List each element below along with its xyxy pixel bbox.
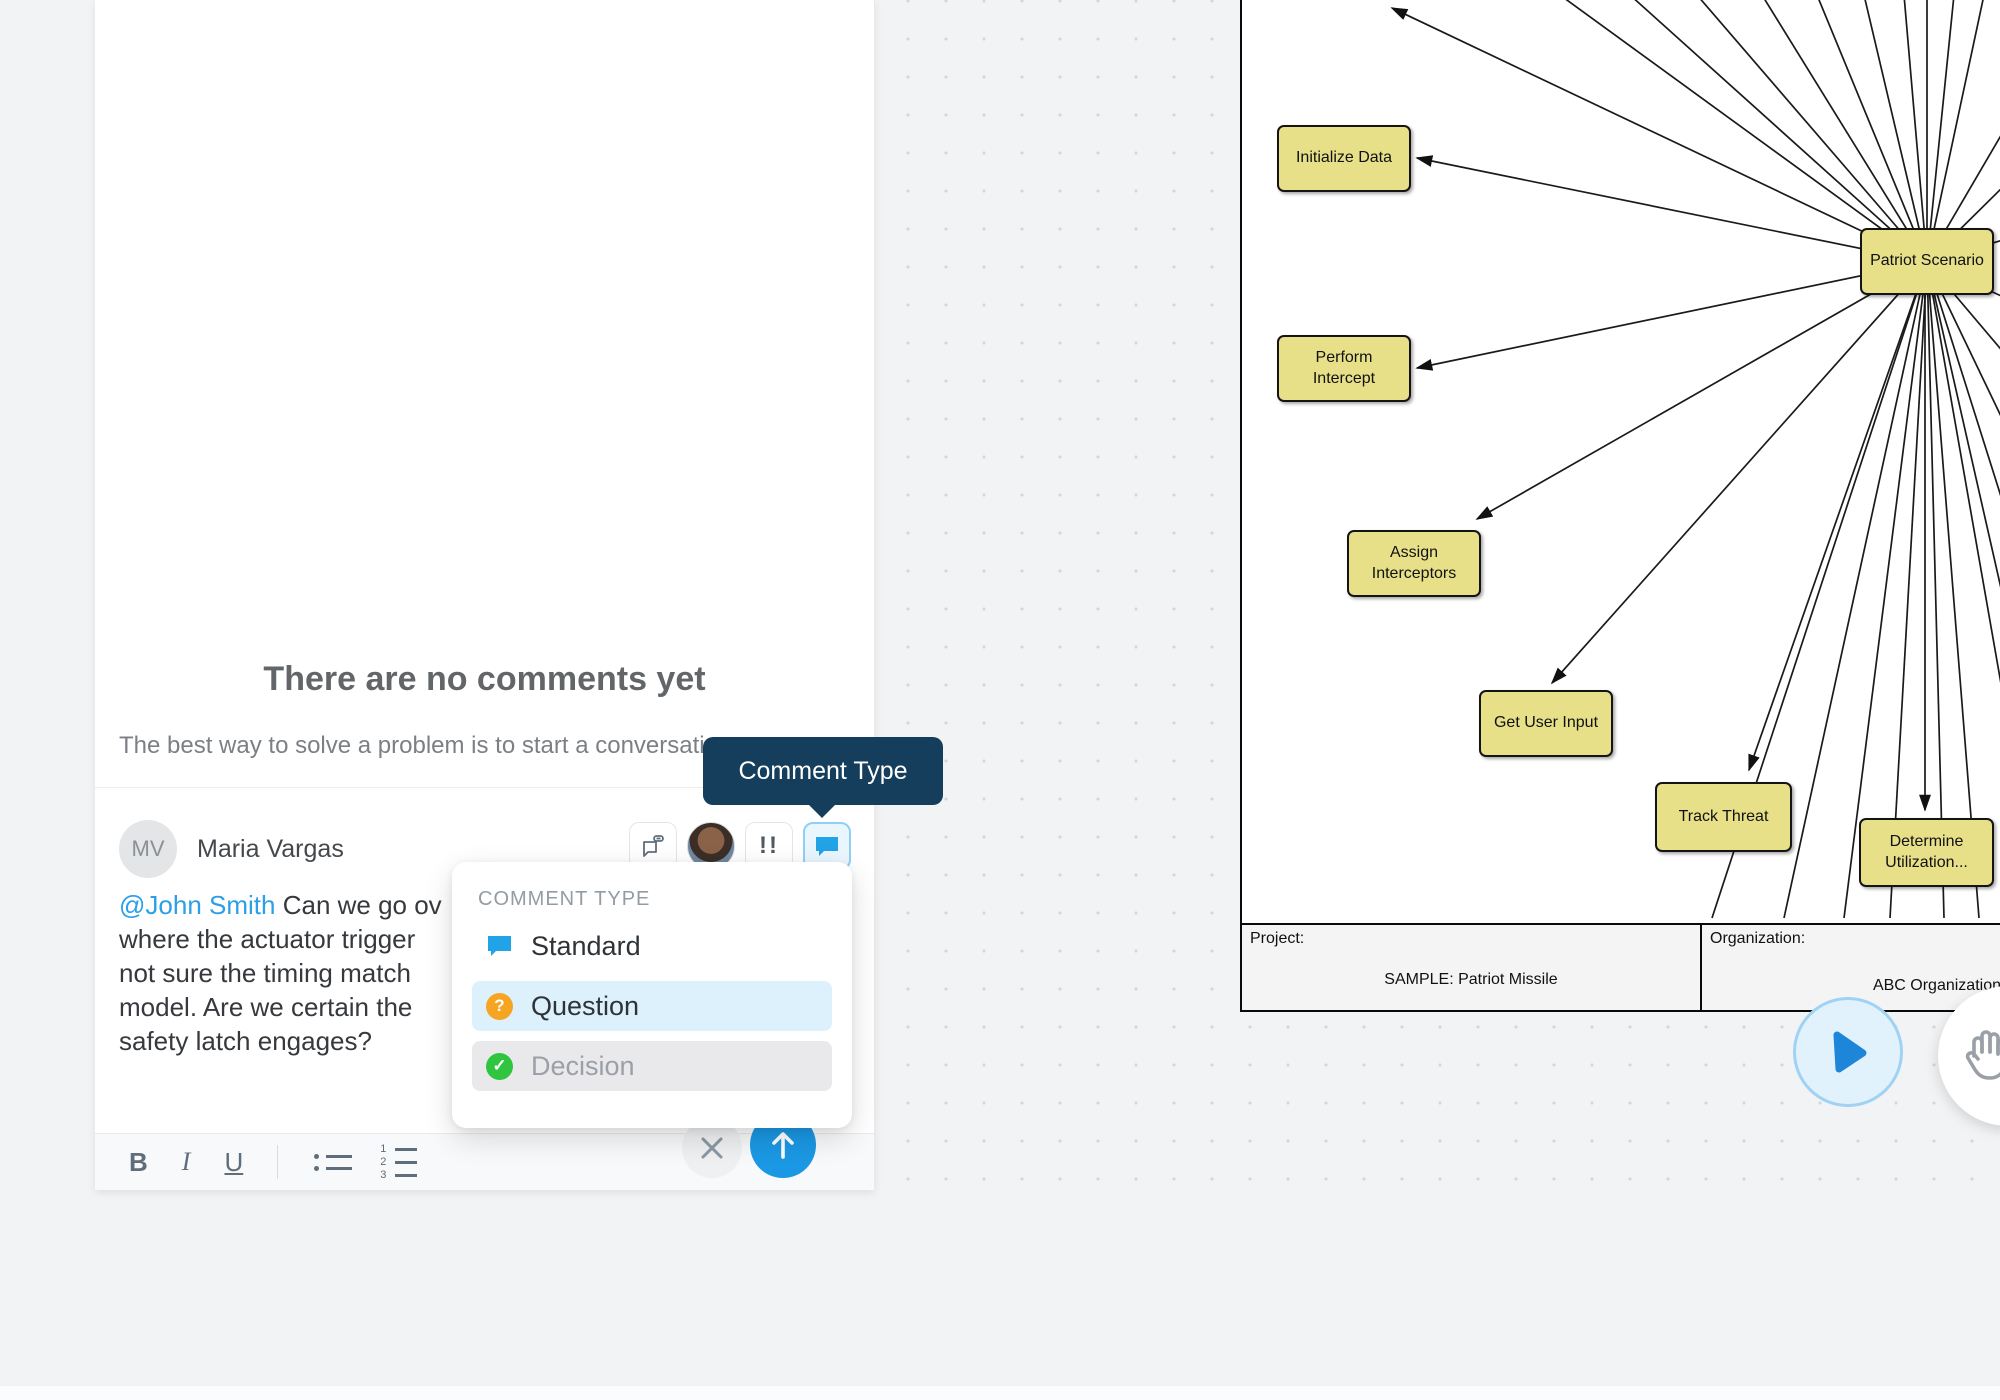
diagram-sheet[interactable]: Initialize Data Perform Intercept Assign… (1240, 0, 2000, 1012)
comment-type-tooltip: Comment Type (703, 737, 943, 818)
menu-item-standard[interactable]: Standard (472, 921, 832, 971)
run-play-button[interactable] (1793, 997, 1903, 1107)
underline-button[interactable]: U (224, 1146, 244, 1177)
comment-type-menu: COMMENT TYPE Standard ? Question ✓ Decis… (452, 862, 852, 1128)
menu-header: COMMENT TYPE (478, 888, 651, 910)
menu-item-question[interactable]: ? Question (472, 981, 832, 1031)
comment-line-5: safety latch engages? (119, 1026, 372, 1056)
comment-text[interactable]: @John Smith Can we go ov where the actua… (119, 888, 859, 1058)
close-icon (701, 1137, 723, 1159)
check-icon: ✓ (486, 1052, 513, 1080)
formatting-toolbar: B I U 1 2 3 (95, 1112, 874, 1190)
organization-cell: Organization: ABC Organization (1702, 925, 2000, 1010)
comment-line-3: not sure the timing match (119, 958, 411, 988)
diagram-node-track-threat[interactable]: Track Threat (1655, 782, 1792, 852)
menu-item-label: Question (531, 990, 640, 1021)
connector-lines (1390, 0, 2000, 919)
diagram-node-assign-interceptors[interactable]: Assign Interceptors (1347, 530, 1481, 597)
send-arrow-icon (772, 1132, 794, 1159)
cancel-button[interactable] (682, 1118, 742, 1178)
play-icon (1833, 1031, 1867, 1073)
bottom-strip (0, 1386, 2000, 1400)
diagram-node-perform-intercept[interactable]: Perform Intercept (1277, 335, 1411, 402)
diagram-node-get-user-input[interactable]: Get User Input (1479, 690, 1613, 757)
hand-icon (1965, 1030, 2000, 1080)
menu-item-decision[interactable]: ✓ Decision (472, 1041, 832, 1091)
author-name: Maria Vargas (197, 835, 344, 863)
comment-line-1: Can we go ov (282, 890, 442, 920)
comment-line-2: where the actuator trigger (119, 924, 416, 954)
empty-state-title: There are no comments yet (263, 660, 706, 698)
organization-label: Organization: (1710, 930, 1806, 947)
diagram-node-determine-utilization[interactable]: Determine Utilization... (1859, 818, 1994, 887)
numbered-list-button[interactable]: 1 2 3 (380, 1143, 418, 1180)
avatar: MV (119, 820, 177, 878)
organization-value: ABC Organization (1872, 977, 2000, 994)
comment-line-4: model. Are we certain the (119, 992, 413, 1022)
project-label: Project: (1250, 930, 1305, 947)
comment-link-icon (643, 835, 664, 857)
diagram-node-initialize-data[interactable]: Initialize Data (1277, 125, 1411, 192)
menu-item-label: Standard (531, 930, 641, 961)
empty-state-subtitle: The best way to solve a problem is to st… (119, 732, 738, 759)
toolbar-separator (277, 1145, 279, 1179)
panel-divider (95, 787, 874, 788)
diagram-node-patriot-scenario[interactable]: Patriot Scenario (1860, 228, 1994, 295)
diagram-footer-band: Project: SAMPLE: Patriot Missile Organiz… (1242, 923, 2000, 1012)
project-cell: Project: SAMPLE: Patriot Missile (1242, 925, 1702, 1010)
italic-button[interactable]: I (181, 1147, 191, 1176)
menu-item-label: Decision (531, 1050, 635, 1081)
comment-type-icon (816, 837, 838, 856)
speech-bubble-icon (488, 936, 511, 956)
project-value: SAMPLE: Patriot Missile (1384, 971, 1558, 988)
priority-icon: !! (759, 832, 779, 859)
question-icon: ? (486, 992, 513, 1020)
bullet-list-button[interactable] (314, 1153, 353, 1171)
bold-button[interactable]: B (129, 1146, 148, 1177)
mention-link[interactable]: @John Smith (119, 890, 276, 920)
